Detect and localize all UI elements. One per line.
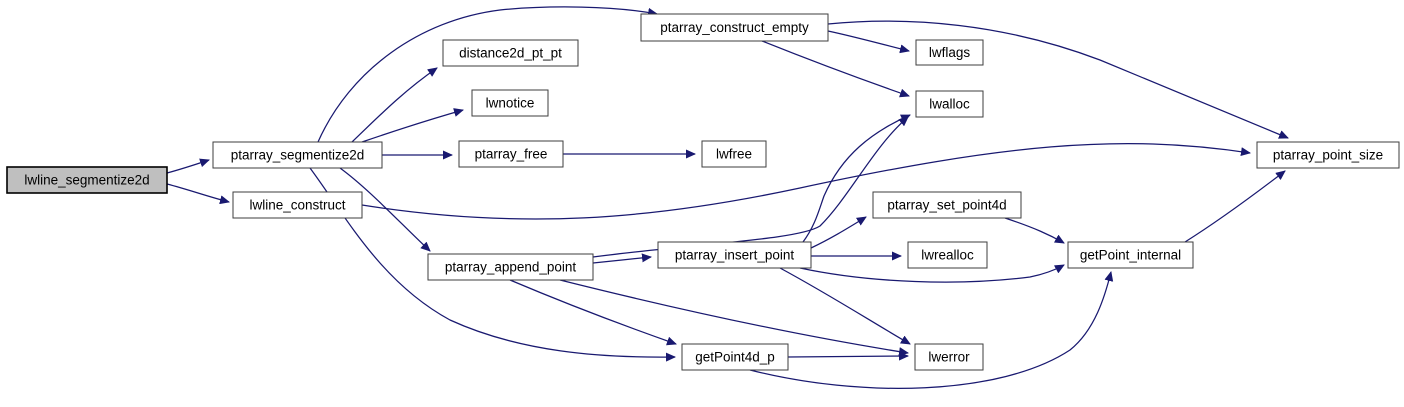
node-box-lwalloc[interactable] [915,90,984,118]
edge-ptarray_set_point4d-to-getPoint_internal [1004,217,1065,244]
node-label-getPoint4d_p: getPoint4d_p [695,350,775,365]
node-label-lwline_construct: lwline_construct [249,198,345,213]
edge-ptarray_insert_point-to-ptarray_set_point4d [810,216,867,249]
node-label-ptarray_segmentize2d: ptarray_segmentize2d [231,148,365,163]
node-ptarray_insert_point[interactable]: ptarray_insert_point [657,241,812,269]
edge-getPoint4d_p-to-getPoint_internal [749,271,1114,389]
edge-ptarray_construct_empty-to-ptarray_point_size [827,20,1289,139]
edge-ptarray_insert_point-to-lwerror [779,267,911,345]
node-box-getPoint4d_p[interactable] [681,343,789,371]
node-lwerror[interactable]: lwerror [914,343,984,371]
edge-ptarray_segmentize2d-to-ptarray_construct_empty [317,6,658,143]
node-box-lwrealloc[interactable] [907,241,988,269]
node-label-ptarray_point_size: ptarray_point_size [1273,148,1383,163]
edge-ptarray_construct_empty-to-lwalloc [761,40,910,98]
node-label-ptarray_free: ptarray_free [475,147,548,162]
edge-ptarray_append_point-to-lwalloc [592,116,909,258]
node-box-lwflags[interactable] [915,39,984,66]
node-distance2d_pt_pt[interactable]: distance2d_pt_pt [442,39,579,67]
edge-ptarray_segmentize2d-to-distance2d_pt_pt [351,67,438,143]
edge-ptarray_segmentize2d-to-lwnotice [361,108,464,143]
node-label-ptarray_append_point: ptarray_append_point [445,260,577,275]
node-ptarray_segmentize2d[interactable]: ptarray_segmentize2d [212,141,383,169]
edge-ptarray_append_point-to-ptarray_insert_point [592,253,652,264]
node-box-distance2d_pt_pt[interactable] [442,39,579,67]
node-lwnotice[interactable]: lwnotice [471,89,549,117]
node-ptarray_append_point[interactable]: ptarray_append_point [427,253,594,281]
node-box-lwline_segmentize2d [6,166,168,194]
node-label-lwflags: lwflags [929,45,971,60]
edge-lwline_construct-to-ptarray_point_size [361,142,1251,220]
node-box-lwerror[interactable] [914,343,984,371]
node-box-ptarray_append_point[interactable] [427,253,594,281]
node-lwrealloc[interactable]: lwrealloc [907,241,988,269]
edge-ptarray_append_point-to-getPoint4d_p [509,279,677,346]
nodes-layer: lwline_segmentize2dptarray_segmentize2dl… [6,13,1400,371]
edge-ptarray_append_point-to-lwerror [559,279,909,357]
node-box-getPoint_internal[interactable] [1067,241,1194,269]
edges-layer [166,6,1289,389]
edge-lwline_segmentize2d-to-ptarray_segmentize2d [166,158,210,174]
node-box-ptarray_set_point4d[interactable] [872,191,1022,219]
node-box-ptarray_construct_empty[interactable] [640,13,829,42]
node-lwline_construct[interactable]: lwline_construct [232,191,363,219]
node-label-getPoint_internal: getPoint_internal [1080,248,1181,263]
node-ptarray_set_point4d[interactable]: ptarray_set_point4d [872,191,1022,219]
edge-ptarray_insert_point-to-lwalloc [802,114,911,243]
node-label-lwrealloc: lwrealloc [921,248,974,263]
node-box-lwline_construct[interactable] [232,191,363,219]
node-lwline_segmentize2d: lwline_segmentize2d [6,166,168,194]
edge-getPoint4d_p-to-lwerror [787,351,909,361]
node-label-lwnotice: lwnotice [486,96,535,111]
node-lwfree[interactable]: lwfree [701,140,767,168]
node-ptarray_free[interactable]: ptarray_free [458,140,564,168]
node-label-ptarray_set_point4d: ptarray_set_point4d [887,198,1006,213]
node-getPoint4d_p[interactable]: getPoint4d_p [681,343,789,371]
node-label-lwerror: lwerror [928,350,970,365]
node-box-lwfree[interactable] [701,140,767,168]
edge-lwline_segmentize2d-to-lwline_construct [166,183,230,205]
node-box-ptarray_point_size[interactable] [1256,141,1400,169]
node-label-lwalloc: lwalloc [929,97,970,112]
edge-getPoint_internal-to-ptarray_point_size [1184,170,1286,243]
node-getPoint_internal[interactable]: getPoint_internal [1067,241,1194,269]
node-ptarray_point_size[interactable]: ptarray_point_size [1256,141,1400,169]
node-lwflags[interactable]: lwflags [915,39,984,66]
node-label-lwfree: lwfree [716,147,752,162]
node-label-lwline_segmentize2d: lwline_segmentize2d [24,173,149,188]
edge-ptarray_insert_point-to-getPoint_internal [799,264,1065,283]
node-box-ptarray_segmentize2d[interactable] [212,141,383,169]
node-label-distance2d_pt_pt: distance2d_pt_pt [459,46,562,61]
node-label-ptarray_construct_empty: ptarray_construct_empty [660,20,809,35]
node-box-ptarray_insert_point[interactable] [657,241,812,269]
node-label-ptarray_insert_point: ptarray_insert_point [675,248,795,263]
node-box-lwnotice[interactable] [471,89,549,117]
node-box-ptarray_free[interactable] [458,140,564,168]
node-ptarray_construct_empty[interactable]: ptarray_construct_empty [640,13,829,42]
node-lwalloc[interactable]: lwalloc [915,90,984,118]
edge-ptarray_construct_empty-to-lwflags [827,30,910,54]
